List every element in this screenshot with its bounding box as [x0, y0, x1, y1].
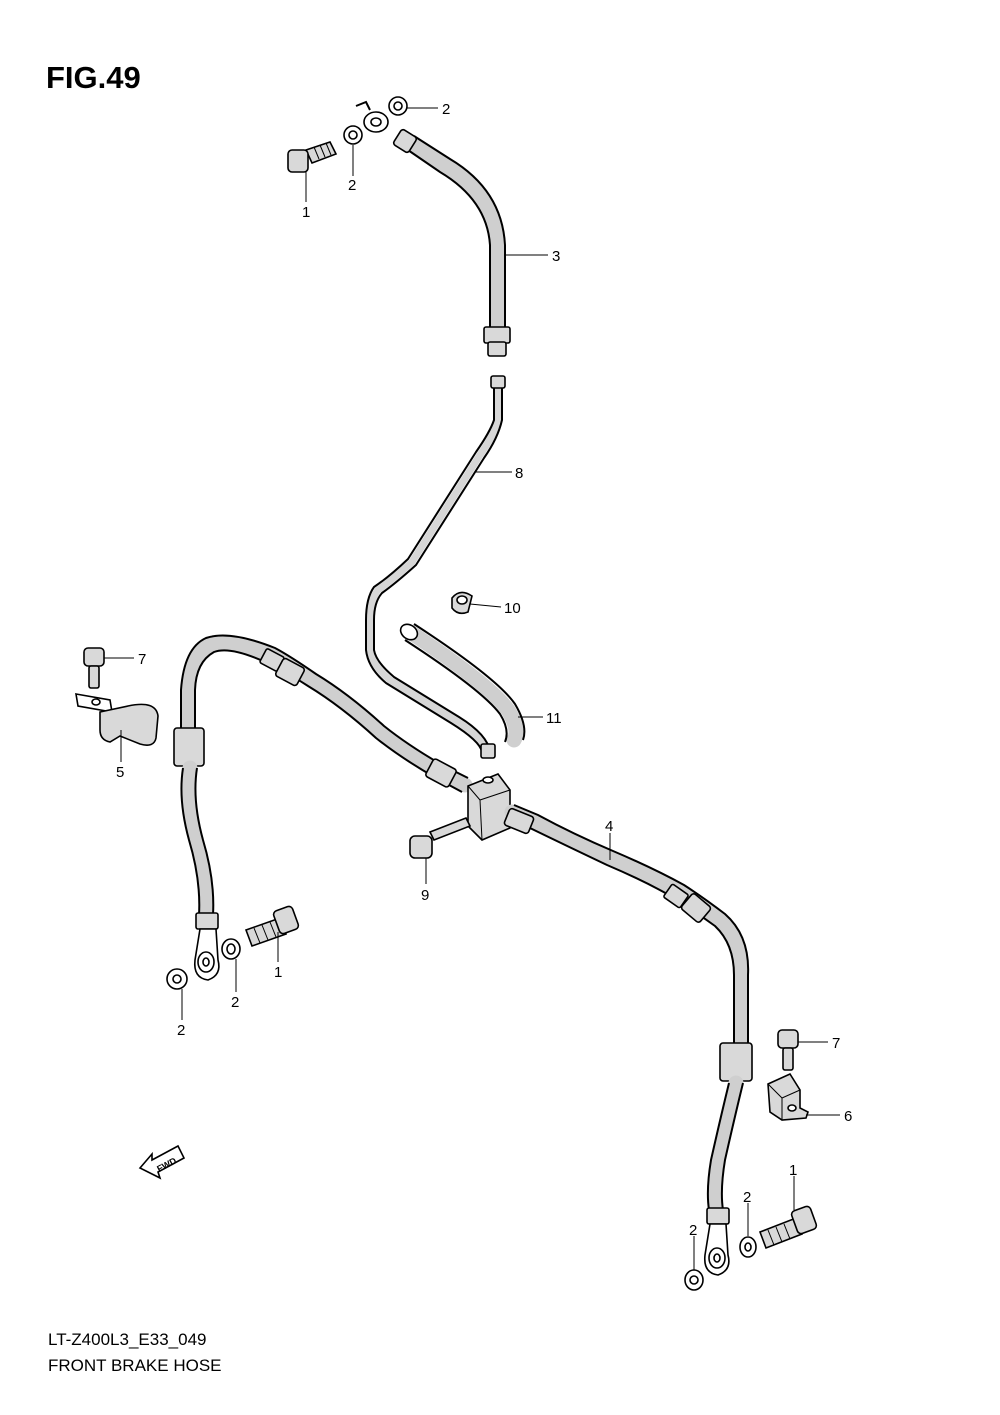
callout-3: 3 [552, 248, 560, 265]
washer [343, 125, 363, 145]
lower-brake-hose-left [173, 634, 473, 981]
callout-6: 6 [844, 1108, 852, 1125]
joint-bolt [409, 816, 472, 859]
callout-7: 7 [832, 1035, 840, 1052]
hose-bracket-right [767, 1072, 809, 1121]
washer [221, 938, 241, 960]
bracket-bolt [777, 1029, 799, 1071]
washer [166, 968, 188, 990]
callout-7: 7 [138, 651, 146, 668]
protector-tube [399, 623, 526, 748]
callout-2: 2 [743, 1189, 751, 1206]
union-bolt [287, 141, 338, 173]
union-bolt [244, 905, 300, 948]
callout-2: 2 [689, 1222, 697, 1239]
forward-direction-arrow: FWD [138, 1144, 186, 1180]
upper-brake-hose [355, 100, 511, 357]
callout-2: 2 [177, 1022, 185, 1039]
lower-brake-hose-right [503, 804, 753, 1276]
leader-lines [104, 107, 840, 1270]
bracket-bolt [83, 647, 105, 689]
callout-1: 1 [302, 204, 310, 221]
callout-10: 10 [504, 600, 521, 617]
callout-labels: 1 2 2 3 8 10 7 5 11 4 9 1 2 2 7 6 1 2 2 [116, 101, 852, 1239]
pipe-clamp [451, 591, 473, 615]
callout-2: 2 [442, 101, 450, 118]
brake-pipe [365, 375, 506, 759]
washer [739, 1236, 757, 1258]
washer [684, 1269, 704, 1291]
washer [388, 96, 408, 116]
union-bolt [758, 1205, 818, 1250]
model-code: LT-Z400L3_E33_049 [48, 1330, 207, 1349]
callout-11: 11 [546, 710, 562, 727]
callout-2: 2 [348, 177, 356, 194]
callout-2: 2 [231, 994, 239, 1011]
callout-5: 5 [116, 764, 124, 781]
callout-4: 4 [605, 818, 613, 835]
callout-1: 1 [789, 1162, 797, 1179]
figure-title: FIG.49 [46, 60, 141, 95]
callout-9: 9 [421, 887, 429, 904]
callout-8: 8 [515, 465, 523, 482]
callout-1: 1 [274, 964, 282, 981]
hose-bracket-left [75, 693, 159, 746]
section-title: FRONT BRAKE HOSE [48, 1356, 222, 1375]
three-way-joint [467, 773, 511, 841]
